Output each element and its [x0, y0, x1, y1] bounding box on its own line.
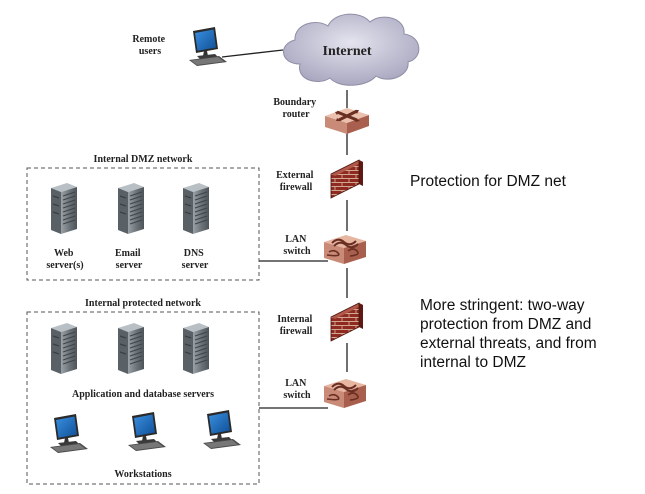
connection-lines	[221, 49, 348, 409]
protected-network-title: Internal protected network	[85, 298, 201, 309]
link-remote-internet	[221, 49, 284, 58]
lan-switch-dmz-icon	[323, 234, 367, 265]
note-line: protection from DMZ and	[420, 316, 592, 333]
dmz-protection-note: Protection for DMZ net	[410, 172, 566, 191]
workstation-icon-1	[50, 414, 88, 453]
external-firewall-label: External firewall	[276, 170, 316, 193]
dmz-network-title: Internal DMZ network	[94, 154, 193, 165]
boundary-router-icon	[325, 108, 369, 134]
protected-network-group: Internal protected network Application a…	[26, 298, 260, 485]
lan-switch-dmz-label: LAN switch	[283, 234, 311, 257]
workstation-icon-2	[128, 412, 166, 451]
remote-user-computer	[189, 27, 227, 66]
note-line: external threats, and from	[420, 335, 597, 352]
workstation-icon-3	[203, 410, 241, 449]
internal-firewall-label: Internal firewall	[277, 314, 315, 337]
email-server-icon	[117, 182, 145, 235]
external-firewall-icon	[330, 159, 364, 199]
protected-network-boundary	[26, 311, 260, 485]
app-server-icon-1	[50, 322, 78, 375]
remote-users-label: Remote users	[132, 34, 167, 57]
internal-protection-note: More stringent: two-way protection from …	[420, 296, 597, 372]
workstations-label: Workstations	[114, 469, 171, 480]
dmz-network-group: Internal DMZ network Web server(s) Email…	[26, 154, 260, 281]
internal-firewall-icon	[330, 302, 364, 342]
note-line: More stringent: two-way	[420, 297, 585, 314]
internet-cloud: Internet	[283, 13, 420, 86]
note-line: Protection for DMZ net	[410, 173, 566, 190]
app-db-servers-label: Application and database servers	[72, 389, 214, 400]
dmz-network-boundary	[26, 167, 260, 281]
email-server-label: Email server	[115, 248, 143, 271]
app-server-icon-2	[117, 322, 145, 375]
web-server-label: Web server(s)	[46, 248, 83, 271]
dns-server-icon	[182, 182, 210, 235]
internet-label: Internet	[323, 44, 372, 59]
db-server-icon	[182, 322, 210, 375]
web-server-icon	[50, 182, 78, 235]
dns-server-label: DNS server	[182, 248, 209, 271]
note-line: internal to DMZ	[420, 354, 526, 371]
lan-switch-protected-label: LAN switch	[283, 378, 311, 401]
boundary-router-label: Boundary router	[273, 97, 318, 120]
lan-switch-protected-icon	[323, 378, 367, 409]
